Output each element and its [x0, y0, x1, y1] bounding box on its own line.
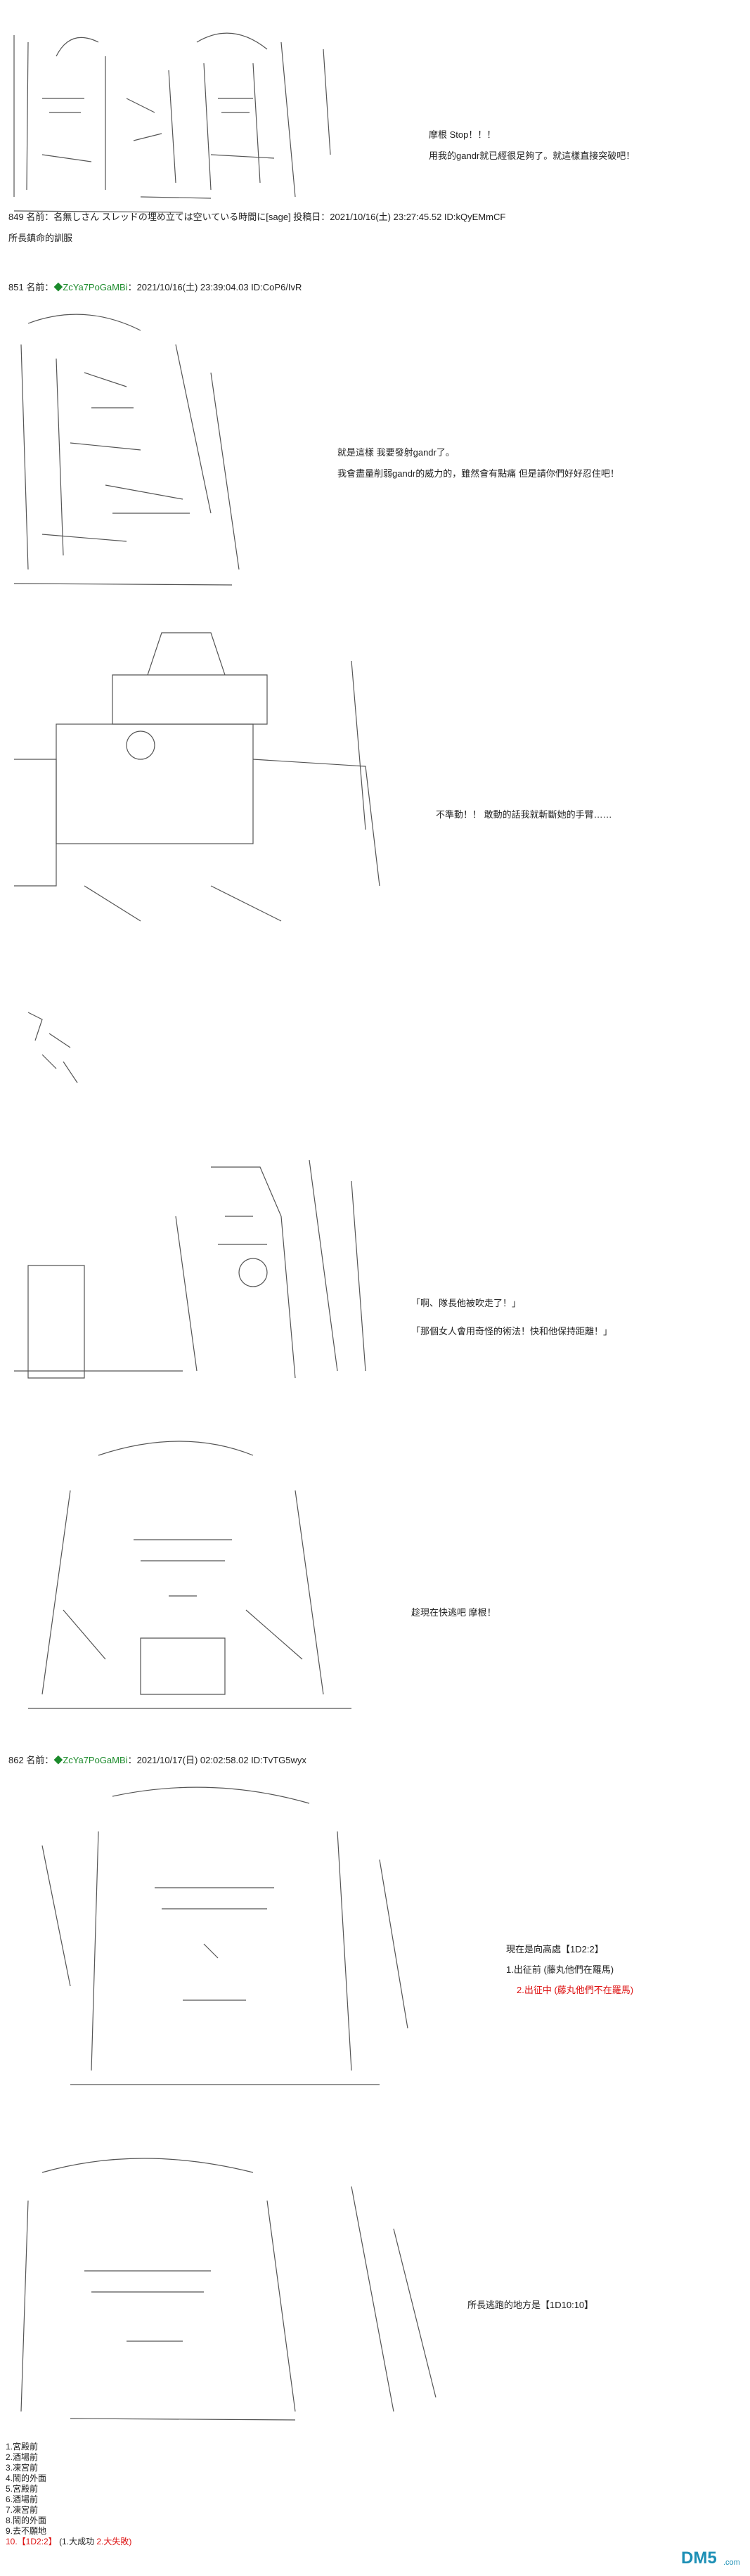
dialogue-line: 現在是向高處【1D2:2】 [506, 1944, 604, 1954]
ascii-art-panel-2 [13, 314, 240, 586]
ascii-art-panel-7 [41, 1786, 408, 2085]
logo-text: DM5 [681, 2549, 717, 2568]
list-item-number: 10.【1D2:2】 [6, 2537, 57, 2546]
tripcode[interactable]: ◆ZcYa7PoGaMBi [53, 1755, 128, 1765]
post-meta: ：2021/10/16(土) 23:39:04.03 ID:CoP6/IvR [127, 282, 302, 292]
dialogue-line: 趁現在快逃吧 摩根！ [411, 1607, 496, 1618]
list-item: 6.酒場前 [6, 2494, 39, 2504]
dialogue-line: 「啊、隊長他被吹走了！」 [411, 1298, 522, 1308]
ascii-art-panel-8 [20, 2158, 437, 2421]
dialogue-line: 「那個女人會用奇怪的術法！快和他保持距離！」 [411, 1326, 613, 1337]
post-header: 862 名前：◆ZcYa7PoGaMBi：2021/10/17(日) 02:02… [8, 1754, 306, 1767]
list-item: 5.宮殿前 [6, 2484, 39, 2494]
post-number: 862 名前： [8, 1755, 54, 1765]
dialogue-line: 我會盡量削弱gandr的威力的，雖然會有點痛 但是請你們好好忍住吧！ [337, 468, 619, 479]
post-number: 851 名前： [8, 282, 54, 292]
post-header: 851 名前：◆ZcYa7PoGaMBi：2021/10/16(土) 23:39… [8, 281, 302, 294]
dialogue-line: 2.出征中 (藤丸他們不在羅馬) [517, 1985, 634, 1995]
list-item: 2.酒場前 [6, 2452, 39, 2462]
post-header: 849 名前：名無しさん スレッドの埋め立ては空いている時間に[sage] 投稿… [8, 212, 506, 222]
tripcode[interactable]: ◆ZcYa7PoGaMBi [53, 282, 128, 292]
dialogue-line: 摩根 Stop！！！ [429, 129, 496, 140]
list-item: 9.去不願地 [6, 2526, 47, 2536]
site-logo: DM5 .com [681, 2549, 740, 2568]
dialogue-line: 就是這樣 我要發射gandr了。 [337, 447, 455, 458]
dialogue-line: 用我的gandr就已經很足夠了。就這樣直接突破吧！ [429, 150, 635, 161]
list-item: 10.【1D2:2】 (1.大成功 2.大失敗) [6, 2537, 131, 2547]
list-item: 3.凍宮前 [6, 2463, 39, 2473]
ascii-art-panel-3 [14, 632, 380, 922]
list-item: 8.鬧的外面 [6, 2516, 47, 2525]
choice-list: 1.宮殿前 2.酒場前 3.凍宮前 4.鬧的外面 5.宮殿前 6.酒場前 7.凍… [6, 2442, 131, 2547]
post-body: 所長鎮命的訓服 [8, 233, 73, 243]
post-meta: ：2021/10/17(日) 02:02:58.02 ID:TvTG5wyx [127, 1755, 306, 1765]
list-item-option: (1.大成功 [59, 2537, 95, 2546]
list-item-option: 2.大失敗) [96, 2537, 132, 2546]
ascii-art-panel-5 [14, 1159, 366, 1379]
list-item: 4.鬧的外面 [6, 2473, 47, 2483]
ascii-art-panel-6 [28, 1441, 351, 1709]
dialogue-line: 不準動！！ 敢動的話我就斬斷她的手臂…… [436, 809, 612, 820]
list-item: 7.凍宮前 [6, 2505, 39, 2515]
logo-suffix: .com [723, 2558, 740, 2567]
ascii-art-panel-1 [13, 32, 331, 213]
ascii-art-panel-4 [27, 1012, 78, 1083]
dialogue-line: 所長逃跑的地方是【1D10:10】 [467, 2300, 594, 2310]
dialogue-line: 1.出征前 (藤丸他們在羅馬) [506, 1964, 614, 1975]
list-item: 1.宮殿前 [6, 2442, 39, 2452]
